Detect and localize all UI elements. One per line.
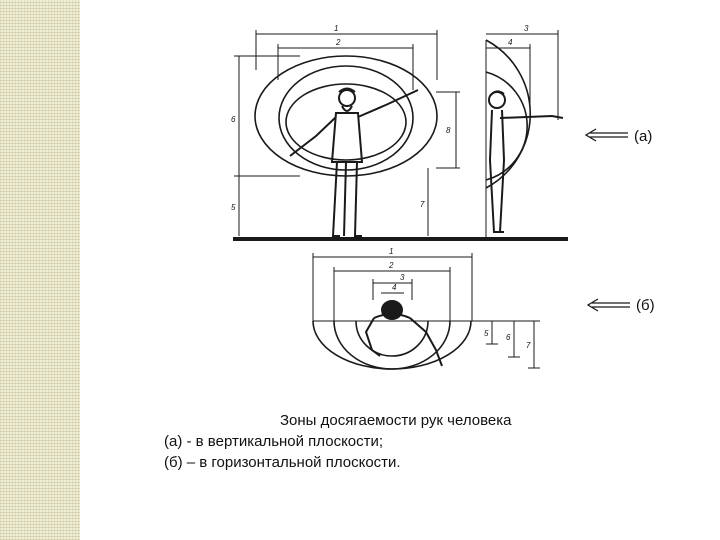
side-outer-reach-zone (485, 39, 532, 189)
top-dim-5: 5 (484, 329, 489, 338)
side-dimension-lines (486, 30, 559, 120)
front-view-figure: 1 2 6 8 5 7 (231, 24, 568, 241)
label-horizontal-plane: (б) (636, 297, 655, 314)
top-outer-reach-zone (312, 320, 472, 370)
top-inner-reach-zone (355, 320, 429, 357)
caption-line-horizontal: (б) – в горизонтальной плоскости. (164, 454, 401, 471)
figure-caption: Зоны досягаемости рук человека (а) - в в… (164, 410, 624, 473)
side-view-figure: 3 4 (485, 24, 564, 239)
top-dimension-lines (312, 253, 540, 369)
top-dim-3: 3 (400, 273, 405, 282)
front-dim-6: 6 (231, 115, 236, 124)
top-dim-2: 2 (388, 261, 394, 270)
outer-reach-zone (254, 55, 438, 177)
top-dim-6: 6 (506, 333, 511, 342)
front-dim-1: 1 (334, 24, 338, 33)
top-dim-1: 1 (389, 247, 393, 256)
front-dimension-lines (234, 30, 460, 236)
front-dim-2: 2 (335, 38, 341, 47)
front-dim-8: 8 (446, 126, 451, 135)
caption-line-vertical: (а) - в вертикальной плоскости; (164, 433, 384, 450)
top-middle-reach-zone (333, 320, 451, 370)
top-person (364, 300, 443, 367)
top-view-figure: 1 2 3 4 5 6 7 (312, 247, 540, 370)
front-dim-7: 7 (420, 200, 425, 209)
middle-reach-zone (278, 65, 414, 171)
side-dim-3: 3 (524, 24, 529, 33)
caption-title: Зоны досягаемости рук человека (280, 412, 512, 429)
top-dim-7: 7 (526, 341, 531, 350)
decorative-side-strip (0, 0, 80, 540)
arrow-a-icon (584, 128, 628, 142)
side-dim-4: 4 (508, 38, 513, 47)
inner-reach-zone (285, 83, 407, 161)
arrow-b-icon (586, 298, 630, 312)
label-vertical-plane: (а) (634, 128, 653, 145)
front-dim-5: 5 (231, 203, 236, 212)
side-person (488, 90, 564, 233)
front-person (289, 87, 419, 237)
top-dim-4: 4 (392, 283, 397, 292)
